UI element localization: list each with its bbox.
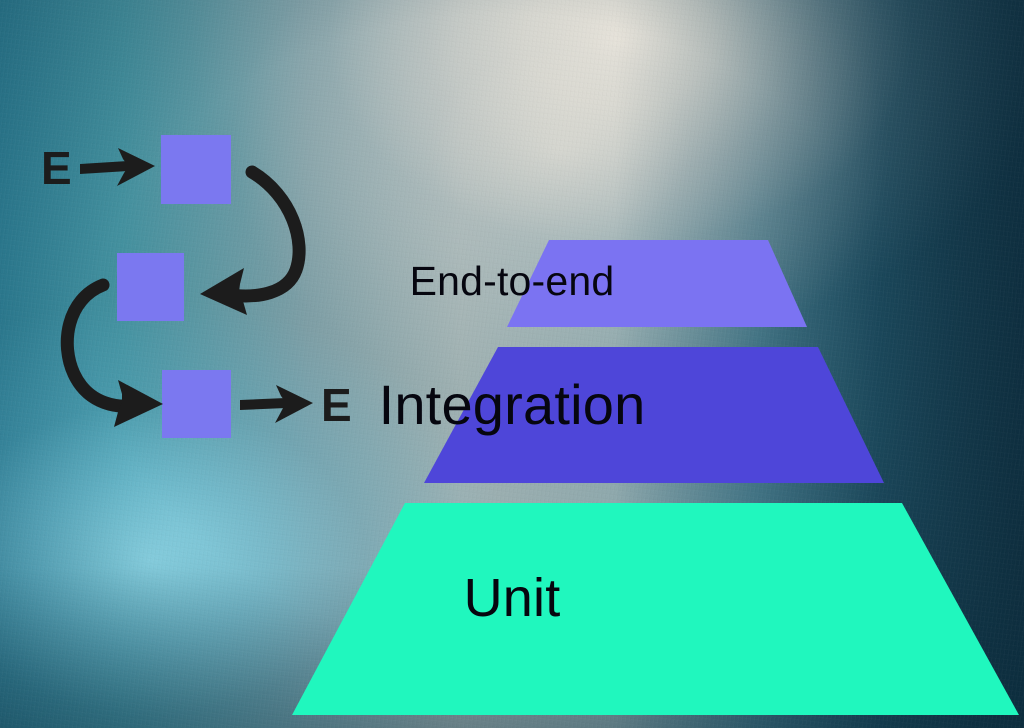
pyramid-tier-integration[interactable] bbox=[424, 347, 884, 483]
flow-output-label: E bbox=[321, 379, 352, 431]
pyramid-tier-end-to-end[interactable] bbox=[507, 240, 807, 327]
pyramid-label-unit: Unit bbox=[463, 568, 561, 628]
flow-input-label: E bbox=[41, 142, 72, 194]
flow-node-middle[interactable] bbox=[117, 253, 184, 321]
arrow-top-to-middle-icon bbox=[200, 165, 306, 315]
flow-diagram-group bbox=[60, 135, 313, 438]
pyramid-group bbox=[292, 240, 1019, 715]
pyramid-tier-unit[interactable] bbox=[292, 503, 1019, 715]
pyramid-label-end-to-end: End-to-end bbox=[409, 258, 615, 304]
flow-node-top[interactable] bbox=[161, 135, 231, 204]
pyramid-label-integration: Integration bbox=[378, 373, 646, 436]
flow-node-bottom[interactable] bbox=[162, 370, 231, 438]
arrow-input-icon bbox=[80, 148, 155, 186]
arrow-middle-to-bottom-icon bbox=[60, 278, 163, 427]
arrow-output-icon bbox=[240, 385, 313, 423]
